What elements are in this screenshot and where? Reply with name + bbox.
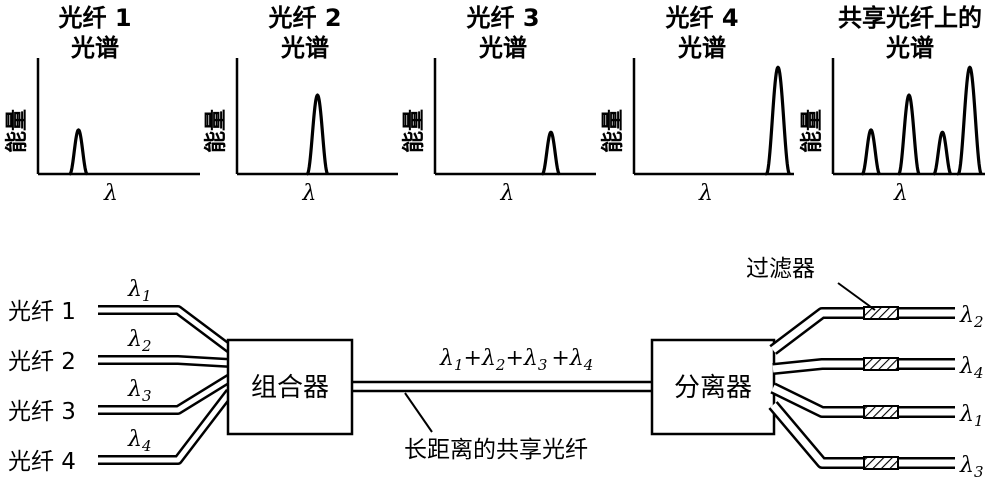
spectrum-peak [540, 130, 561, 176]
input-fiber-label: 光纤 2 [8, 349, 76, 375]
output-fiber [772, 358, 955, 375]
filter-block [863, 456, 899, 470]
output-wavelength-label: λ1 [959, 402, 984, 430]
output-wavelength-label: λ4 [959, 354, 984, 382]
spectrum-subtitle: 光谱 [478, 34, 527, 62]
spectrum-peak [305, 93, 329, 176]
spectrum-peak [68, 128, 89, 176]
y-axis-label: 能量 [401, 109, 427, 153]
spectrum-title: 光纤 1 [57, 4, 131, 32]
input-wavelength-label: λ3 [127, 377, 152, 405]
y-axis-label: 能量 [600, 109, 626, 153]
combiner-box [226, 338, 354, 436]
x-axis-label: λ [698, 181, 713, 206]
combiner-label: 组合器 [251, 373, 329, 403]
spectrum-title: 光纤 2 [267, 4, 341, 32]
splitter-label: 分离器 [674, 373, 752, 403]
filter-block [863, 306, 899, 320]
filter-label: 过滤器 [746, 256, 815, 282]
input-fiber-label: 光纤 1 [8, 299, 76, 325]
output-fiber [769, 307, 955, 355]
splitter-box [650, 338, 776, 436]
input-fiber [98, 355, 231, 368]
output-fibers: λ2 λ4 λ1 λ3 [768, 303, 984, 481]
combined-signal-label: λ1+λ2+λ3+λ4 [439, 346, 593, 374]
x-axis-label: λ [500, 181, 515, 206]
input-fiber-label: 光纤 3 [8, 399, 76, 425]
spectrum-title: 光纤 3 [465, 4, 539, 32]
input-wavelength-label: λ4 [127, 427, 152, 455]
input-fiber [98, 373, 233, 415]
filter-leader [837, 282, 876, 311]
spectrum-subtitle: 光谱 [70, 34, 119, 62]
shared-fiber-leader [404, 392, 433, 433]
output-wavelength-label: λ3 [959, 453, 984, 481]
spectrum-peak [956, 65, 983, 176]
spectrum-peak [764, 65, 791, 176]
y-axis-label: 能量 [203, 109, 229, 153]
x-axis-label: λ [893, 181, 908, 206]
input-wavelength-label: λ2 [127, 327, 152, 355]
output-wavelength-label: λ2 [959, 303, 984, 331]
spectrum-subtitle: 光谱 [677, 34, 726, 62]
shared-fiber-label: 长距离的共享光纤 [404, 437, 588, 463]
x-axis-label: λ [302, 181, 317, 206]
input-fiber-label: 光纤 4 [8, 449, 76, 475]
spectrum-subtitle: 光谱 [280, 34, 329, 62]
input-fiber [98, 305, 233, 353]
output-fiber [770, 382, 955, 418]
spectrum-title: 光纤 4 [664, 4, 738, 32]
spectrum-peak [860, 128, 881, 176]
spectrum-peak [897, 93, 921, 176]
filter-block [863, 357, 899, 371]
input-fiber [98, 388, 234, 465]
spectrum-subtitle: 光谱 [885, 34, 934, 62]
output-fiber [768, 401, 955, 469]
y-axis-label: 能量 [799, 109, 825, 153]
input-fibers: 光纤 1 λ1 光纤 2 λ2 光纤 3 λ3 光纤 4 λ4 [8, 277, 234, 475]
spectrum-title: 共享光纤上的 [838, 4, 982, 32]
wdm-diagram: 光纤 1 λ1 光纤 2 λ2 光纤 3 λ3 光纤 4 λ4 组合器 λ1+λ2+λ3+λ4… [8, 256, 984, 481]
filter-block [863, 405, 899, 419]
input-wavelength-label: λ1 [127, 277, 152, 305]
x-axis-label: λ [103, 181, 118, 206]
y-axis-label: 能量 [4, 109, 30, 153]
spectrum-peak [932, 130, 953, 176]
